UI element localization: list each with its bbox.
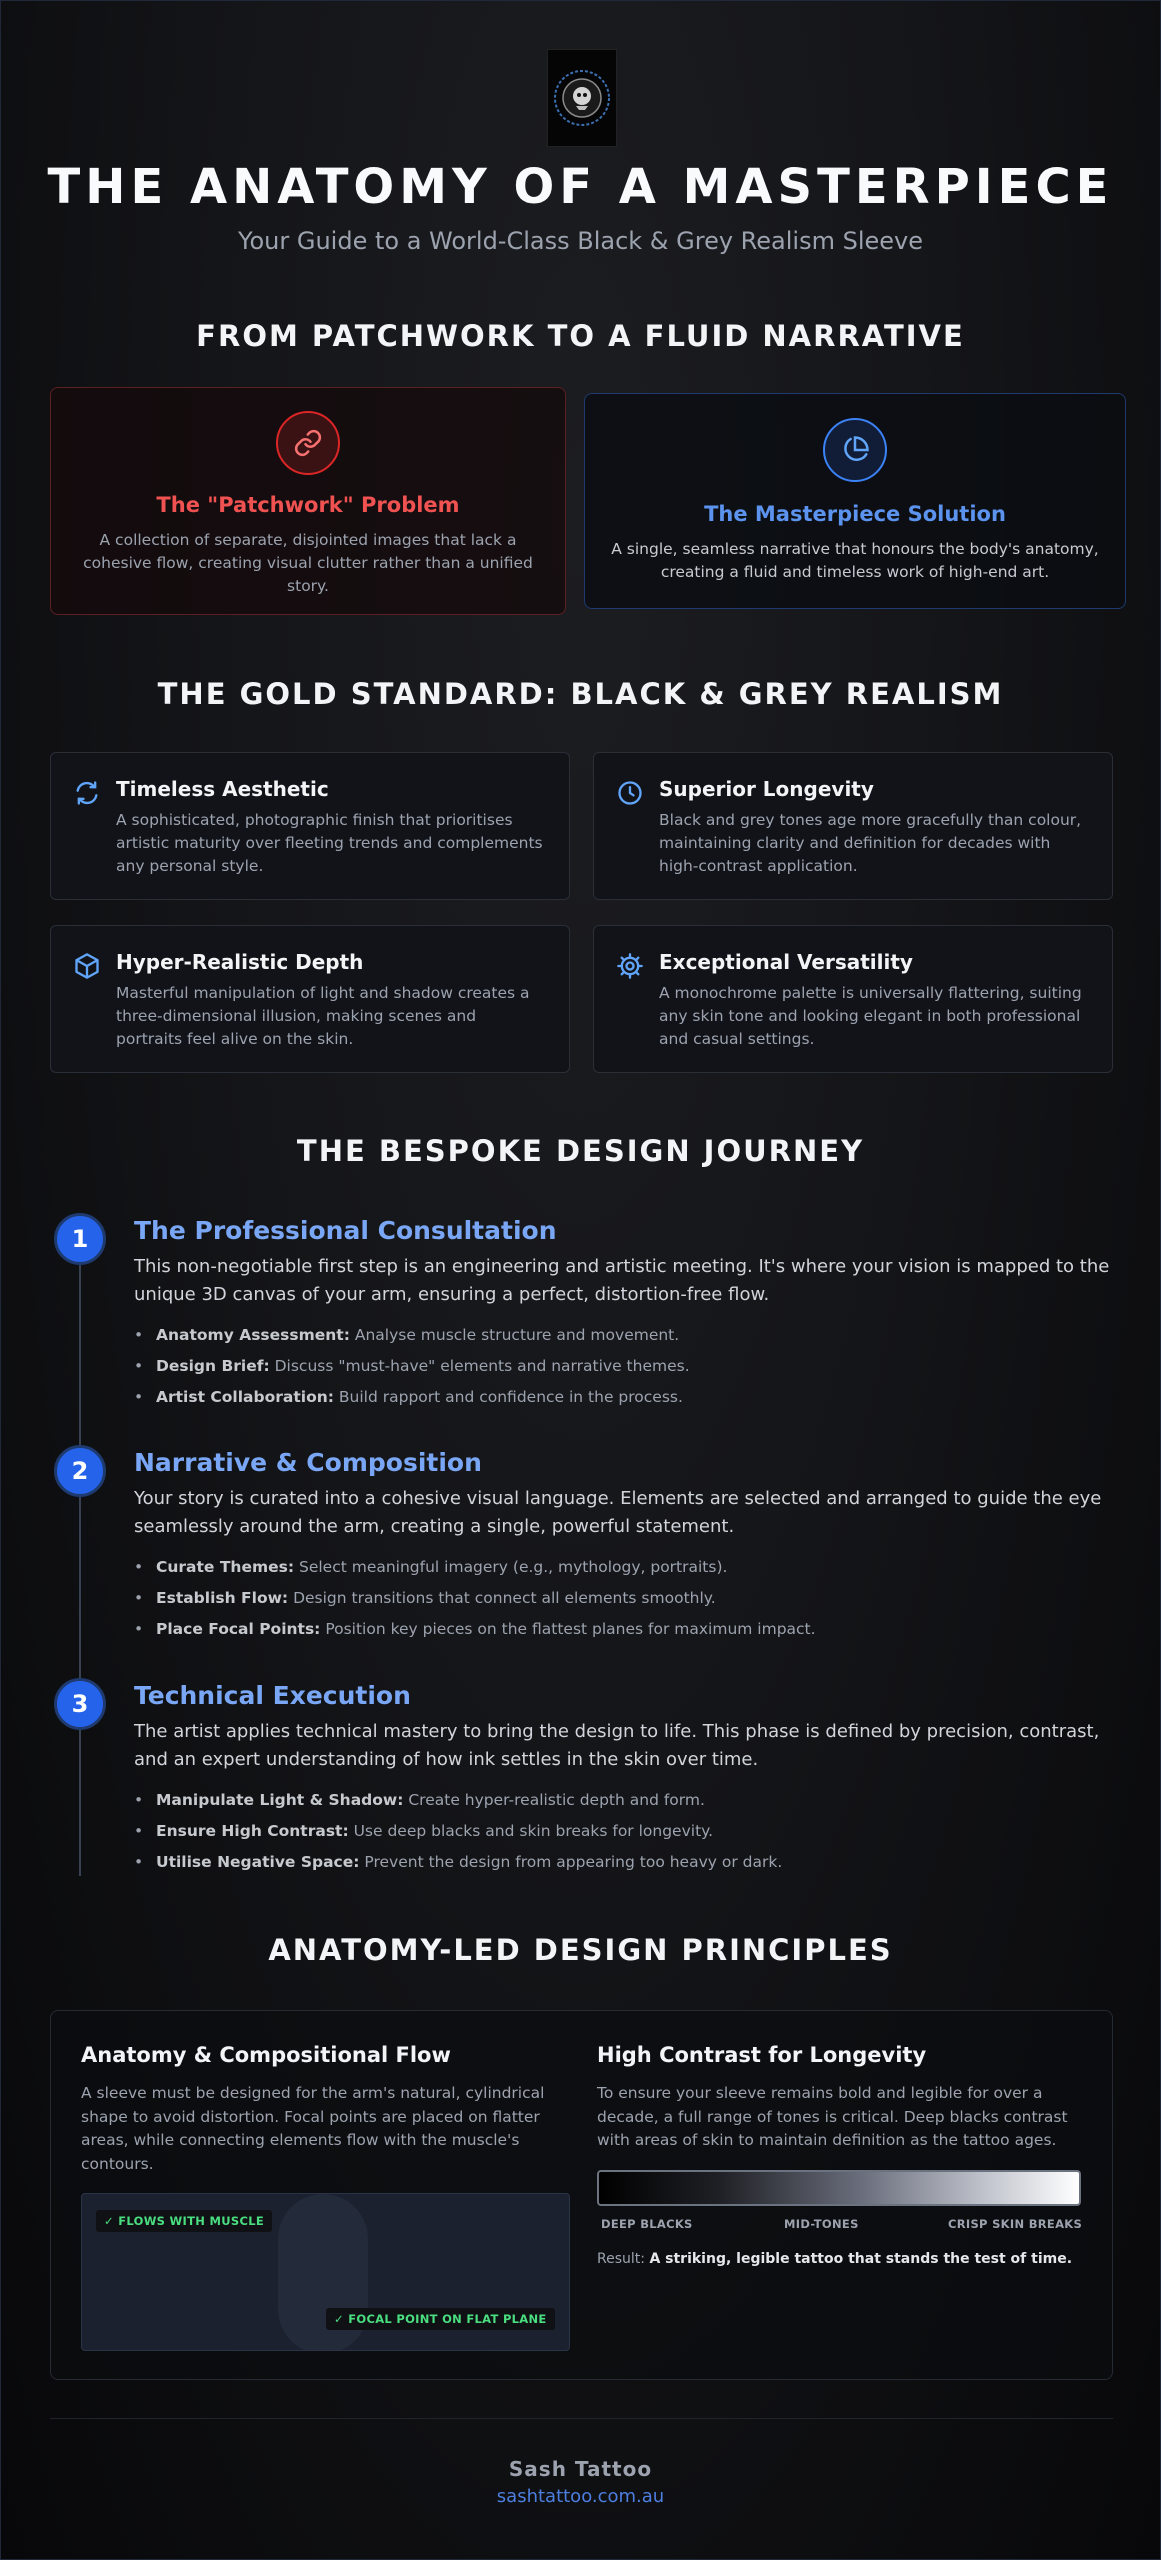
principles-card: Anatomy & Compositional Flow A sleeve mu… (50, 2010, 1113, 2380)
footer-brand: Sash Tattoo (508, 2457, 653, 2481)
list-item: Design Brief: Discuss "must-have" elemen… (134, 1351, 690, 1382)
flows-with-muscle-tag: ✓ FLOWS WITH MUSCLE (96, 2210, 272, 2232)
pie-chart-icon (823, 418, 887, 482)
feature-title: Exceptional Versatility (659, 950, 913, 974)
feature-card-timeless: Timeless Aesthetic A sophisticated, phot… (50, 752, 570, 900)
step-number: 3 (54, 1678, 106, 1730)
section-title-design-principles: ANATOMY-LED DESIGN PRINCIPLES (268, 1933, 893, 1967)
step-description: Your story is curated into a cohesive vi… (134, 1488, 1102, 1537)
solution-card: The Masterpiece Solution A single, seaml… (584, 393, 1126, 609)
principle-text-contrast: To ensure your sleeve remains bold and l… (597, 2084, 1068, 2149)
feature-title: Timeless Aesthetic (116, 777, 329, 801)
feature-card-longevity: Superior Longevity Black and grey tones … (593, 752, 1113, 900)
list-item: Ensure High Contrast: Use deep blacks an… (134, 1816, 782, 1847)
gradient-label-skin-breaks: CRISP SKIN BREAKS (948, 2217, 1083, 2231)
step-number: 2 (54, 1445, 106, 1497)
list-item: Place Focal Points: Position key pieces … (134, 1614, 816, 1645)
section-title-patchwork: FROM PATCHWORK TO A FLUID NARRATIVE (196, 319, 965, 353)
feature-text: Black and grey tones age more gracefully… (659, 811, 1082, 875)
cube-icon (75, 953, 99, 979)
step-description: The artist applies technical mastery to … (134, 1721, 1100, 1770)
principle-title-anatomy: Anatomy & Compositional Flow (81, 2043, 451, 2067)
step-number: 1 (54, 1213, 106, 1265)
step-title: The Professional Consultation (134, 1216, 557, 1245)
gear-icon (617, 953, 643, 979)
logo (547, 49, 617, 147)
problem-text: A collection of separate, disjointed ima… (83, 531, 533, 595)
link-icon (276, 411, 340, 475)
result-text: Result: A striking, legible tattoo that … (597, 2251, 1073, 2267)
step-bullet-list: Curate Themes: Select meaningful imagery… (134, 1552, 816, 1645)
list-item: Curate Themes: Select meaningful imagery… (134, 1552, 816, 1583)
list-item: Establish Flow: Design transitions that … (134, 1583, 816, 1614)
refresh-icon (76, 781, 98, 805)
solution-title: The Masterpiece Solution (704, 502, 1006, 526)
feature-text: A monochrome palette is universally flat… (659, 984, 1082, 1048)
list-item: Anatomy Assessment: Analyse muscle struc… (134, 1320, 690, 1351)
section-title-gold-standard: THE GOLD STANDARD: BLACK & GREY REALISM (157, 677, 1004, 711)
logo-emblem-icon (554, 70, 610, 126)
problem-card: The "Patchwork" Problem A collection of … (50, 387, 566, 615)
feature-card-versatility: Exceptional Versatility A monochrome pal… (593, 925, 1113, 1073)
feature-card-depth: Hyper-Realistic Depth Masterful manipula… (50, 925, 570, 1073)
feature-title: Superior Longevity (659, 777, 874, 801)
page-subtitle: Your Guide to a World-Class Black & Grey… (238, 227, 923, 255)
step-title: Technical Execution (134, 1681, 411, 1710)
feature-text: A sophisticated, photographic finish tha… (116, 811, 543, 875)
problem-title: The "Patchwork" Problem (156, 493, 460, 517)
timeline-line (79, 1216, 81, 1876)
section-title-design-journey: THE BESPOKE DESIGN JOURNEY (296, 1134, 865, 1168)
list-item: Artist Collaboration: Build rapport and … (134, 1382, 690, 1413)
feature-title: Hyper-Realistic Depth (116, 950, 364, 974)
principle-title-contrast: High Contrast for Longevity (597, 2043, 927, 2067)
arm-diagram: ✓ FLOWS WITH MUSCLE ✓ FOCAL POINT ON FLA… (81, 2193, 570, 2351)
gradient-label-mid-tones: MID-TONES (784, 2217, 859, 2231)
step-description: This non-negotiable first step is an eng… (134, 1256, 1110, 1305)
list-item: Utilise Negative Space: Prevent the desi… (134, 1847, 782, 1878)
tone-gradient-bar (597, 2170, 1081, 2206)
gradient-label-deep-blacks: DEEP BLACKS (601, 2217, 693, 2231)
step-title: Narrative & Composition (134, 1448, 482, 1477)
clock-icon (618, 781, 642, 805)
page-title: THE ANATOMY OF A MASTERPIECE (47, 159, 1114, 215)
solution-text: A single, seamless narrative that honour… (611, 540, 1099, 581)
step-bullet-list: Anatomy Assessment: Analyse muscle struc… (134, 1320, 690, 1413)
focal-point-tag: ✓ FOCAL POINT ON FLAT PLANE (326, 2308, 555, 2330)
feature-text: Masterful manipulation of light and shad… (116, 984, 530, 1048)
footer-website-link[interactable]: sashtattoo.com.au (496, 2486, 665, 2507)
list-item: Manipulate Light & Shadow: Create hyper-… (134, 1785, 782, 1816)
step-bullet-list: Manipulate Light & Shadow: Create hyper-… (134, 1785, 782, 1878)
footer-divider (50, 2418, 1113, 2419)
principle-text-anatomy: A sleeve must be designed for the arm's … (81, 2084, 545, 2173)
